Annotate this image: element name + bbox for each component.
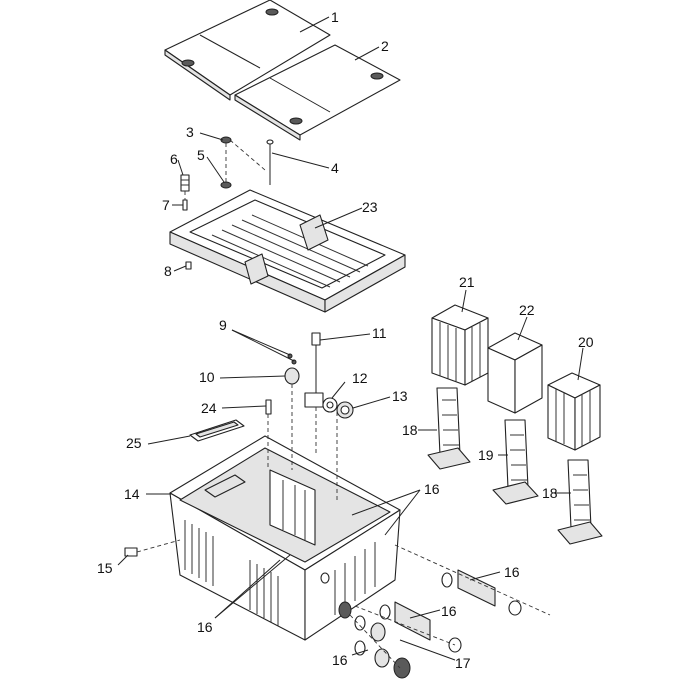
hose-fitting-lower — [354, 615, 411, 679]
callout-7: 7 — [162, 197, 170, 213]
filter-sponge-22 — [487, 332, 543, 414]
lid-panel-2 — [234, 44, 401, 141]
part-12-washer — [322, 397, 338, 413]
rack-18-left — [427, 387, 471, 470]
part-8-clip — [185, 261, 192, 270]
part-13-fitting — [336, 401, 354, 419]
callout-12: 12 — [352, 370, 368, 386]
callout-16-box-left: 16 — [197, 619, 213, 635]
callout-5: 5 — [197, 147, 205, 163]
callout-22: 22 — [519, 302, 535, 318]
callout-15: 15 — [97, 560, 113, 576]
part-24-pin — [265, 399, 272, 415]
filter-tray-23 — [169, 189, 406, 313]
callout-24: 24 — [201, 400, 217, 416]
callout-6: 6 — [170, 151, 178, 167]
callout-20: 20 — [578, 334, 594, 350]
callout-1: 1 — [331, 9, 339, 25]
callout-13: 13 — [392, 388, 408, 404]
part-25-gasket — [189, 419, 245, 442]
callout-4: 4 — [331, 160, 339, 176]
part-15-clip — [124, 547, 138, 557]
callout-23: 23 — [362, 199, 378, 215]
hose-fitting-middle — [379, 601, 462, 653]
filter-sponge-20 — [547, 372, 601, 451]
callout-16-fitting-lower: 16 — [332, 652, 348, 668]
callout-19: 19 — [478, 447, 494, 463]
callout-18-left: 18 — [402, 422, 418, 438]
callout-10: 10 — [199, 369, 215, 385]
hose-fitting-upper — [441, 569, 522, 616]
part-10-valve — [284, 367, 300, 385]
part-5-nut — [220, 181, 232, 189]
filter-sponge-21 — [431, 304, 489, 386]
callout-17: 17 — [455, 655, 471, 671]
rack-19 — [492, 419, 539, 505]
part-4-rod — [266, 139, 274, 185]
callout-16-box-right: 16 — [424, 481, 440, 497]
rack-18-right — [557, 459, 603, 545]
callout-21: 21 — [459, 274, 475, 290]
part-6-connector — [180, 174, 190, 192]
callout-16-fitting-middle: 16 — [441, 603, 457, 619]
part-7-pin — [182, 199, 188, 211]
callout-8: 8 — [164, 263, 172, 279]
callout-16-fitting-upper: 16 — [504, 564, 520, 580]
part-11-indicator — [304, 332, 324, 408]
callout-18-right: 18 — [542, 485, 558, 501]
callout-9: 9 — [219, 317, 227, 333]
callout-11: 11 — [372, 325, 387, 341]
callout-25: 25 — [126, 435, 142, 451]
callout-14: 14 — [124, 486, 140, 502]
lid-panel-1 — [164, 0, 331, 101]
callout-2: 2 — [381, 38, 389, 54]
callout-3: 3 — [186, 124, 194, 140]
filter-housing-14 — [169, 435, 401, 641]
